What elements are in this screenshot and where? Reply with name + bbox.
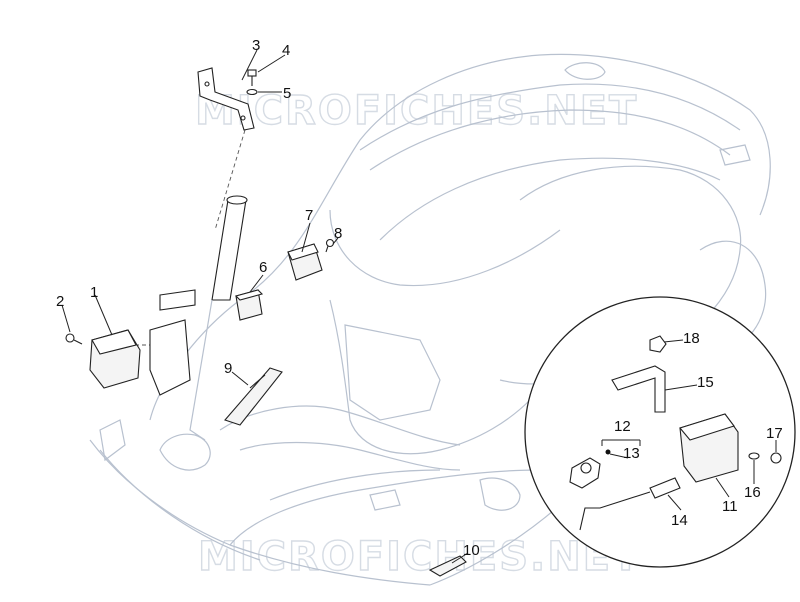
socket-dot bbox=[605, 449, 611, 455]
callout-8: 8 bbox=[334, 225, 342, 242]
callout-15: 15 bbox=[697, 374, 714, 391]
callout-7: 7 bbox=[305, 207, 313, 224]
callout-11: 11 bbox=[722, 498, 738, 515]
mount-bracket bbox=[149, 289, 196, 396]
scooter-frame-outline bbox=[89, 53, 771, 586]
regulator-part bbox=[287, 243, 323, 281]
small-cover-part bbox=[428, 555, 467, 577]
callout-18: 18 bbox=[683, 330, 700, 347]
alignment-dashed-line bbox=[214, 129, 246, 231]
cable-part-13 bbox=[579, 491, 651, 531]
callout-1: 1 bbox=[90, 284, 98, 301]
connector-part-14 bbox=[649, 477, 681, 499]
washer-part bbox=[246, 88, 258, 96]
callout-3: 3 bbox=[252, 37, 260, 54]
detail-inset bbox=[524, 296, 796, 568]
nut-part-17 bbox=[770, 452, 782, 464]
callout-4: 4 bbox=[282, 42, 290, 59]
callout-9: 9 bbox=[224, 360, 232, 377]
control-unit-part bbox=[89, 329, 141, 389]
screw-part-2 bbox=[65, 333, 83, 345]
callout-6: 6 bbox=[259, 259, 267, 276]
callout-12: 12 bbox=[614, 418, 631, 435]
callout-labels: 1 2 3 4 5 6 7 8 9 10 11 12 13 14 15 16 1… bbox=[56, 37, 783, 559]
leader-lines bbox=[61, 49, 777, 564]
relay-part bbox=[234, 289, 264, 321]
callout-17: 17 bbox=[766, 425, 783, 442]
steering-column bbox=[189, 195, 248, 441]
bracket-part-15 bbox=[611, 365, 666, 413]
cover-part bbox=[224, 367, 283, 426]
screw-part-8 bbox=[325, 238, 335, 253]
callout-14: 14 bbox=[671, 512, 688, 529]
washer-part-16 bbox=[748, 452, 760, 460]
callout-2: 2 bbox=[56, 293, 64, 310]
watermark-bottom: MICROFICHES.NET bbox=[198, 534, 641, 580]
callout-10: 10 bbox=[463, 542, 480, 559]
callout-5: 5 bbox=[283, 85, 291, 102]
screw-part bbox=[247, 69, 257, 86]
bracket-part bbox=[197, 67, 255, 131]
callout-16: 16 bbox=[744, 484, 761, 501]
watermark-top: MICROFICHES.NET bbox=[195, 88, 638, 134]
callout-13: 13 bbox=[623, 445, 640, 462]
nut-part-18 bbox=[649, 335, 667, 353]
